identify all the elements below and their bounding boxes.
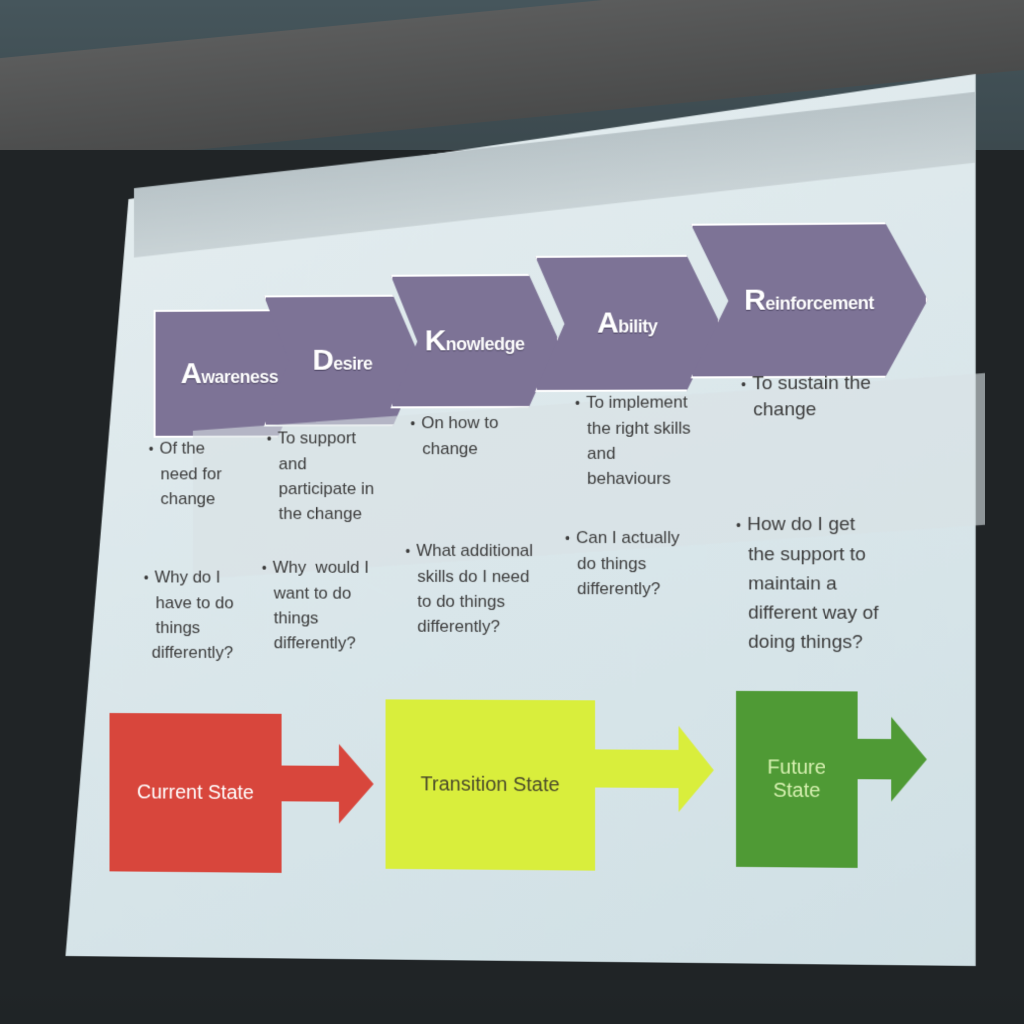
question-ability: Can I actually do things differently? [565,525,726,601]
chevron-knowledge: Knowledge [390,274,559,409]
future-state-label-line1: Future [767,755,827,779]
purpose-reinforcement: To sustain the change [741,371,893,423]
future-state-box: Future State [736,690,858,868]
current-state-label: Current State [136,780,254,804]
transition-state-label: Transition State [420,772,560,796]
state-row: Current State Transition State Future St… [65,690,985,965]
current-state-arrow [279,743,374,824]
transition-state-box: Transition State [385,699,596,871]
current-state-box: Current State [109,713,282,873]
purpose-ability: To implement the right skills and behavi… [575,389,726,491]
question-knowledge: What additional skills do I need to do t… [405,538,565,639]
purpose-desire: To support and participate in the change [267,425,396,526]
projected-slide: Awareness Desire Knowledge Ability Reinf… [65,65,986,975]
question-reinforcement: How do I get the support to maintain a d… [736,510,924,657]
question-desire: Why would I want to do things differentl… [262,555,396,656]
purpose-knowledge: On how to change [410,410,540,461]
chevron-reinforcement: Reinforcement [691,222,928,378]
future-state-arrow [855,716,927,802]
future-state-label-line2: State [773,779,821,802]
purpose-awareness: Of the need for change [149,436,247,512]
chevron-ability: Ability [535,255,720,392]
transition-state-arrow [593,725,714,813]
question-awareness: Why do I have to do things differently? [144,565,247,665]
